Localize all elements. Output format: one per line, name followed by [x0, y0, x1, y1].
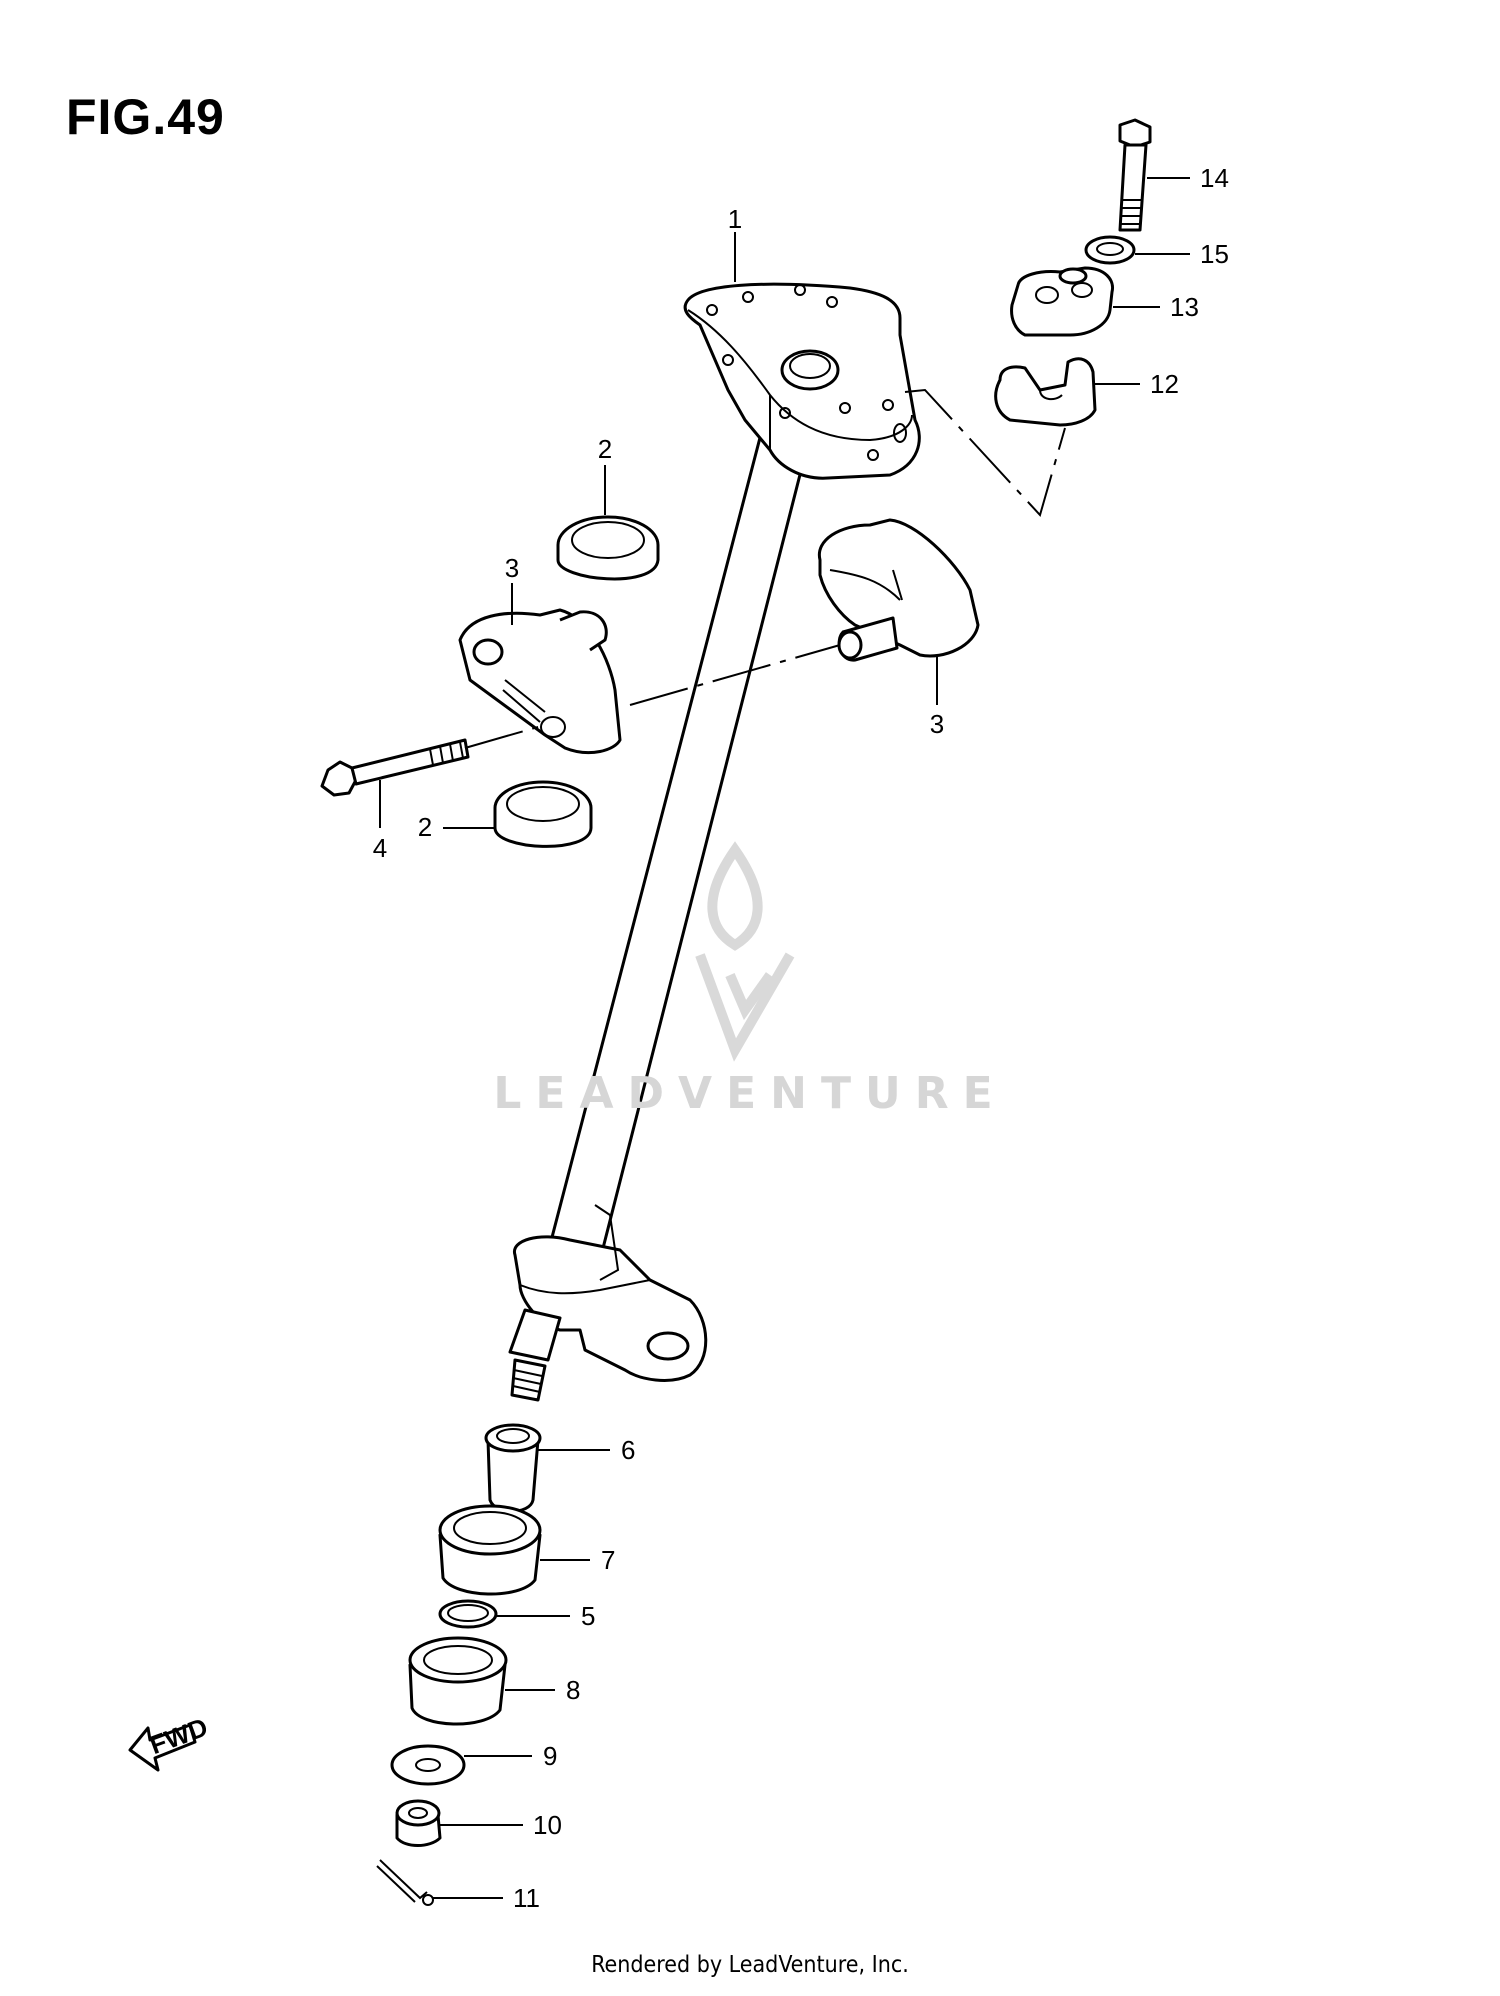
callout-9: 9: [543, 1741, 557, 1771]
callout-2-lower: 2: [418, 812, 432, 842]
cotter-pin-11: [376, 1859, 434, 1906]
callout-3-left: 3: [505, 553, 519, 583]
callout-7: 7: [601, 1545, 615, 1575]
washer-9: [390, 1744, 466, 1786]
bushing-lower: [493, 780, 593, 848]
callout-4: 4: [373, 833, 387, 863]
footer-credit: Rendered by LeadVenture, Inc.: [591, 1952, 909, 1978]
steering-shaft: [508, 282, 921, 1402]
clamp-right: [817, 518, 980, 662]
callout-5: 5: [581, 1601, 595, 1631]
callout-8: 8: [566, 1675, 580, 1705]
callout-15: 15: [1200, 239, 1229, 269]
callout-3-right: 3: [930, 709, 944, 739]
bolt-4: [320, 738, 470, 797]
holder-12: [994, 357, 1097, 427]
callout-10: 10: [533, 1810, 562, 1840]
assembly-line-clamp: [629, 644, 841, 706]
leader-lines: [379, 177, 1190, 1899]
assembly-line-holder: [904, 388, 1066, 517]
holder-13: [1010, 266, 1115, 337]
bearing-7: [438, 1504, 542, 1596]
bushing-upper: [556, 515, 660, 581]
o-ring-5: [438, 1599, 498, 1629]
bearing-8: [408, 1636, 508, 1726]
washer-15: [1084, 235, 1136, 265]
callout-11: 11: [513, 1883, 540, 1913]
clamp-left: [458, 608, 622, 755]
watermark-text: LEADVENTURE: [493, 1068, 1007, 1119]
nut-10: [395, 1799, 442, 1847]
fwd-label: FWD: [146, 1712, 212, 1760]
bolt-14: [1118, 118, 1152, 232]
fwd-arrow-icon: FWD: [128, 1712, 212, 1772]
watermark-logo: [695, 841, 795, 1062]
callout-1: 1: [728, 204, 742, 234]
callout-12: 12: [1150, 369, 1179, 399]
figure-title: FIG.49: [66, 89, 225, 145]
callout-2-upper: 2: [598, 434, 612, 464]
assembly-line-bolt: [464, 724, 546, 749]
callout-13: 13: [1170, 292, 1199, 322]
callout-6: 6: [621, 1435, 635, 1465]
callout-14: 14: [1200, 163, 1229, 193]
callout-labels: 1 2 2 3 3 4 5 6 7 8 9 10 11 12 13 14 15: [373, 163, 1229, 1913]
collar-6: [484, 1423, 542, 1513]
